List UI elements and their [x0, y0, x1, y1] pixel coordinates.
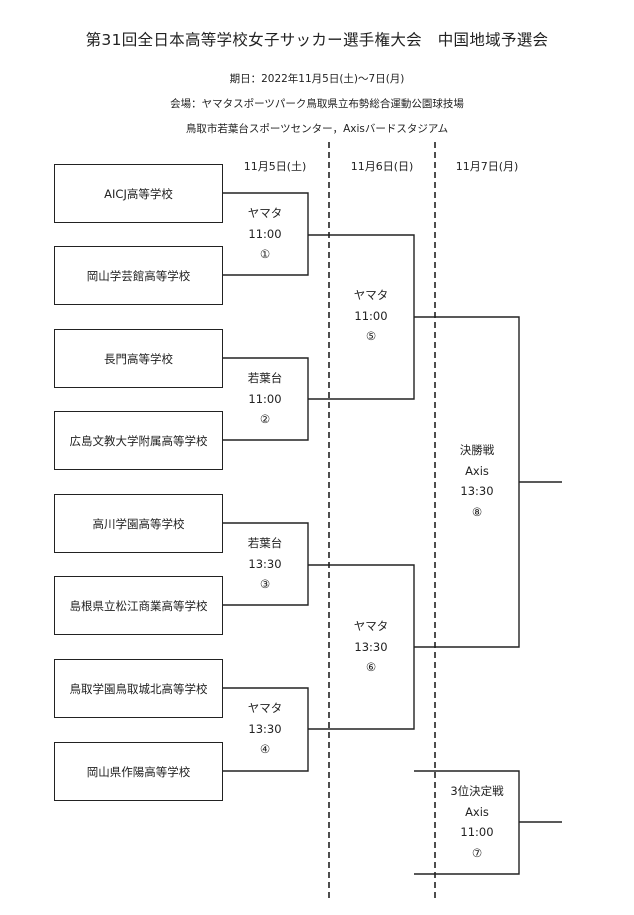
final-match-info: 決勝戦 Axis 13:30 ⑧: [437, 440, 517, 522]
team-name: 高川学園高等学校: [92, 516, 185, 531]
match-time: 11:00: [460, 825, 494, 839]
match-number: ⑥: [365, 660, 377, 674]
match-3-info: 若葉台 13:30 ③: [225, 533, 305, 595]
match-time: 13:30: [248, 721, 282, 736]
day-header-2: 11月6日(日): [350, 160, 414, 173]
match-5-info: ヤマタ 11:00 ⑤: [331, 285, 411, 347]
match-venue: ヤマタ: [247, 701, 283, 715]
third-place-match-info: 3位決定戦 Axis 11:00 ⑦: [437, 781, 517, 863]
match-venue: ヤマタ: [247, 206, 283, 220]
match-1-info: ヤマタ 11:00 ①: [225, 203, 305, 265]
team-box-2: 岡山学芸館高等学校: [54, 246, 223, 305]
match-time: 11:00: [248, 226, 282, 241]
team-box-7: 鳥取学園鳥取城北高等学校: [54, 659, 223, 718]
team-box-3: 長門高等学校: [54, 329, 223, 388]
team-box-8: 岡山県作陽高等学校: [54, 742, 223, 801]
team-box-1: AICJ高等学校: [54, 164, 223, 223]
match-number: ③: [259, 577, 271, 591]
day-header-1: 11月5日(土): [243, 160, 307, 173]
team-box-4: 広島文教大学附属高等学校: [54, 411, 223, 470]
match-time: 13:30: [354, 639, 388, 654]
team-name: 鳥取学園鳥取城北高等学校: [69, 681, 208, 696]
match-number: ⑦: [471, 845, 483, 860]
match-number: ②: [259, 412, 271, 426]
match-time: 11:00: [354, 308, 388, 323]
day-header-3: 11月7日(月): [455, 160, 519, 173]
team-name: 岡山県作陽高等学校: [86, 764, 191, 779]
match-time: 11:00: [248, 391, 282, 406]
match-number: ④: [259, 742, 271, 756]
team-box-5: 高川学園高等学校: [54, 494, 223, 553]
match-time: 13:30: [248, 556, 282, 571]
bracket-line-m3: [222, 522, 309, 606]
team-name: 広島文教大学附属高等学校: [69, 433, 208, 448]
dates-line: 期日：2022年11月5日(土)～7日(月): [229, 73, 405, 85]
match-venue: ヤマタ: [353, 288, 389, 302]
team-name: 岡山学芸館高等学校: [86, 268, 191, 283]
page-title: 第31回全日本高等学校女子サッカー選手権大会 中国地域予選会: [85, 31, 549, 49]
venue-line-2: 鳥取市若葉台スポーツセンター，Axisバードスタジアム: [185, 123, 449, 135]
match-4-info: ヤマタ 13:30 ④: [225, 698, 305, 760]
match-stage: 決勝戦: [459, 443, 495, 457]
match-number: ①: [259, 247, 271, 261]
venue-line-1: 会場：ヤマタスポーツパーク鳥取県立布勢総合運動公園球技場: [170, 98, 464, 110]
bracket-line-m1: [222, 192, 309, 276]
match-2-info: 若葉台 11:00 ②: [225, 368, 305, 430]
team-name: 長門高等学校: [104, 351, 173, 366]
team-name: AICJ高等学校: [104, 186, 173, 201]
match-6-info: ヤマタ 13:30 ⑥: [331, 616, 411, 678]
team-box-6: 島根県立松江商業高等学校: [54, 576, 223, 635]
match-venue: ヤマタ: [353, 619, 389, 633]
match-number: ⑧: [471, 504, 483, 519]
match-venue: 若葉台: [247, 536, 283, 550]
match-stage: 3位決定戦: [450, 784, 504, 798]
team-name: 島根県立松江商業高等学校: [69, 598, 208, 613]
match-time: 13:30: [460, 484, 494, 498]
match-venue: 若葉台: [247, 371, 283, 385]
match-venue: Axis: [465, 463, 489, 478]
match-venue: Axis: [465, 804, 489, 819]
match-number: ⑤: [365, 329, 377, 343]
